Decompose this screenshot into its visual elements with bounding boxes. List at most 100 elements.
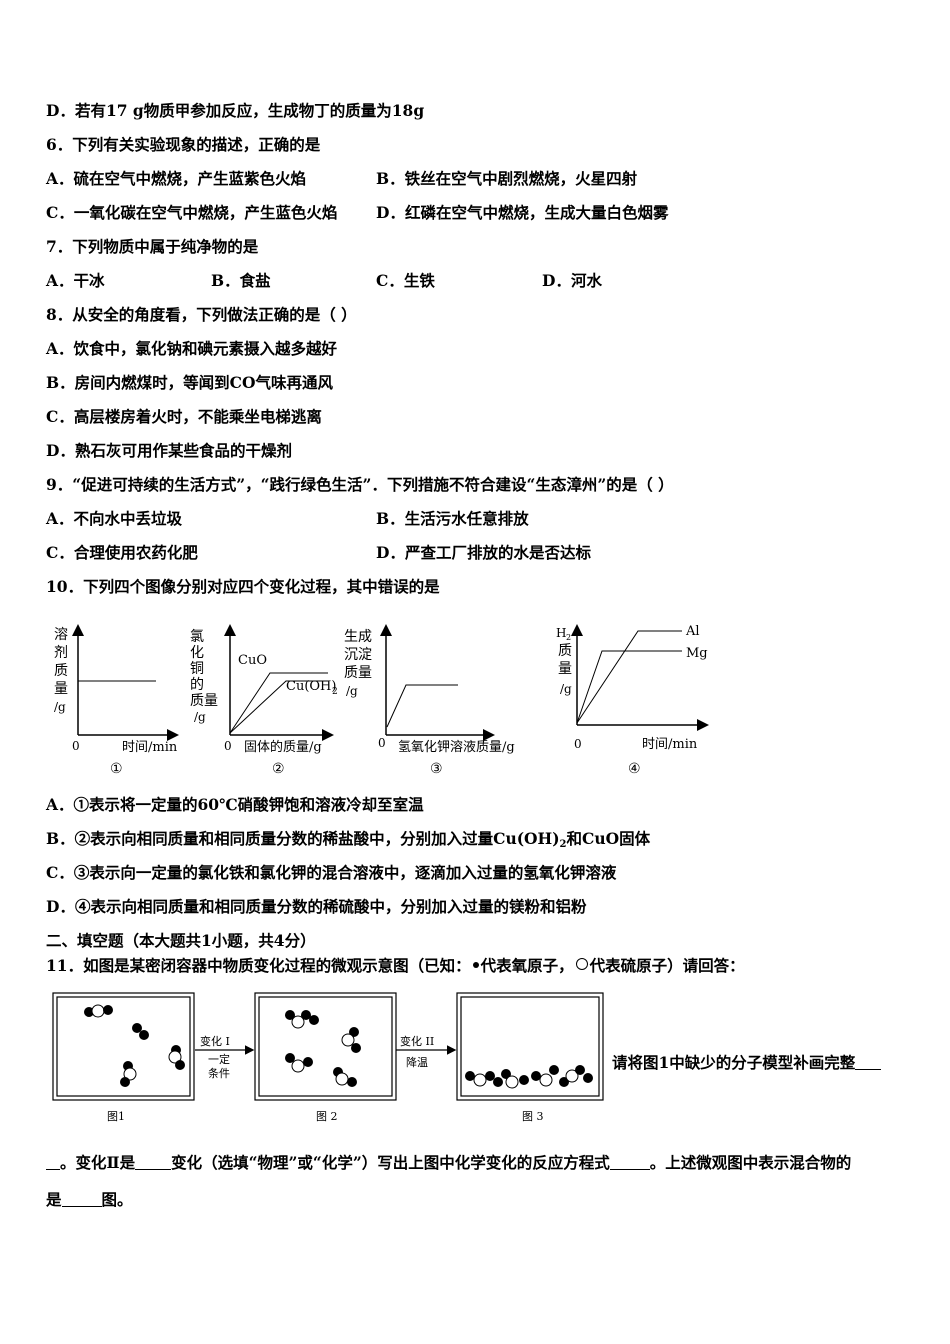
change-2-arrow: 变化 II 降温 (396, 1034, 457, 1069)
q9-option-b: B．生活污水任意排放 (376, 509, 529, 528)
g1-ylabel-1: 剂 (54, 645, 68, 661)
q6-option-b: B．铁丝在空气中剧烈燃烧，火星四射 (376, 169, 638, 188)
q8-option-a: A．饮食中，氯化钠和碘元素摄入越多越好 (46, 339, 338, 358)
question-11: 11．如图是某密闭容器中物质变化过程的微观示意图（已知：代表氧原子，代表硫原子）… (46, 956, 745, 976)
q10-option-d: D．④表示向相同质量和相同质量分数的稀硫酸中，分别加入过量的镁粉和铝粉 (46, 897, 587, 916)
g3-origin: 0 (378, 736, 386, 750)
g1-ylabel-3: 量 (54, 681, 68, 697)
q11-instruction: 请将图1中缺少的分子模型补画完整 (612, 1053, 882, 1073)
g4-ytop-sub: 2 (566, 633, 571, 642)
q9-option-c: C．合理使用农药化肥 (46, 543, 198, 562)
g3-ylabel-0: 生成 (344, 629, 372, 645)
q11-l2-c: 。上述微观图中表示混合物的 (649, 1153, 852, 1172)
q10b-sub: 2 (559, 839, 567, 850)
g4-xlabel: 时间/min (642, 737, 698, 752)
g2-line-cuoh2: Cu(OH) (286, 679, 336, 694)
q11-l2-b: 变化（选填“物理”或“化学”）写出上图中化学变化的反应方程式 (171, 1153, 610, 1172)
fig1-caption: 图1 (107, 1110, 125, 1123)
q8-option-c: C．高层楼房着火时，不能乘坐电梯逃离 (46, 407, 322, 426)
q11-line-2: 。变化Ⅱ是 变化（选填“物理”或“化学”）写出上图中化学变化的反应方程式 。上述微观… (46, 1153, 851, 1173)
question-6: 6．下列有关实验现象的描述，正确的是 (46, 135, 321, 154)
q10-option-b: B．②表示向相同质量和相同质量分数的稀盐酸中，分别加入过量Cu(OH)2和CuO… (46, 829, 650, 855)
q6-option-d: D．红磷在空气中燃烧，生成大量白色烟雾 (376, 203, 669, 222)
g2-yunit: /g (194, 710, 206, 724)
question-7: 7．下列物质中属于纯净物的是 (46, 237, 259, 256)
g4-ytop: H (556, 626, 566, 640)
q7-option-a: A．干冰 (46, 271, 105, 290)
g2-ylabel-2: 铜 (190, 661, 204, 677)
figure-2-box: 图 2 (254, 992, 397, 1123)
g1-xlabel: 时间/min (122, 740, 178, 755)
question-9: 9．“促进可持续的生活方式”，“践行绿色生活”．下列措施不符合建设“生态漳州”的… (46, 475, 674, 494)
q10-option-a: A．①表示将一定量的60℃硝酸钾饱和溶液冷却至室温 (46, 795, 424, 814)
figure-3-box: 图 3 (456, 992, 604, 1123)
answer-blank-3[interactable] (609, 1155, 650, 1170)
graph-4: H 2 质 量 /g 0 时间/min ④ Al Mg (556, 624, 709, 777)
g2-xlabel: 固体的质量/g (244, 739, 322, 755)
q11-line-3: 是 图。 (46, 1190, 133, 1210)
g4-yunit: /g (560, 682, 572, 696)
q11-l2-a: 。变化Ⅱ是 (60, 1153, 136, 1172)
q10-graphs: 溶 剂 质 量 /g 0 时间/min ① 氯 化 铜 的 质量 /g 0 固体… (54, 624, 709, 777)
g3-ylabel-2: 质量 (344, 665, 372, 681)
g1-ylabel-2: 质 (54, 663, 68, 679)
q7-option-b: B．食盐 (211, 271, 271, 290)
g4-origin: 0 (574, 737, 582, 751)
q9-option-d: D．严查工厂排放的水是否达标 (376, 543, 591, 562)
g3-yunit: /g (346, 684, 358, 698)
g4-ylabel-0: 质 (558, 643, 572, 659)
graph-3: 生成 沉淀 质量 /g 0 氢氧化钾溶液质量/g ③ (344, 624, 515, 777)
section-2-title: 二、填空题（本大题共1小题，共4分） (46, 931, 316, 950)
graph-2: 氯 化 铜 的 质量 /g 0 固体的质量/g ② CuO Cu(OH) 2 (190, 624, 338, 777)
q8-option-b: B．房间内燃煤时，等闻到CO气味再通风 (46, 373, 333, 392)
q11-diagram: 图1 变化 I 一定 条件 图 2 变化 II 降温 图 3 (52, 992, 604, 1123)
q6-option-a: A．硫在空气中燃烧，产生蓝紫色火焰 (46, 169, 307, 188)
q10b-post: 和CuO固体 (566, 829, 651, 848)
answer-blank-1-cont[interactable] (46, 1155, 60, 1170)
q11-mid: 代表氧原子， (480, 956, 574, 975)
g1-caption: ① (110, 761, 123, 777)
sulfur-atom-icon (575, 958, 588, 970)
change-1-mid: 一定 (208, 1052, 230, 1066)
q11-post: 代表硫原子）请回答： (589, 956, 745, 975)
g2-ylabel-0: 氯 (190, 629, 204, 645)
g2-ylabel-1: 化 (190, 645, 204, 661)
g2-line-cuoh2-sub: 2 (332, 687, 338, 697)
g2-ylabel-3: 的 (190, 677, 204, 693)
g2-ylabel-4: 质量 (190, 693, 218, 709)
graph-1: 溶 剂 质 量 /g 0 时间/min ① (54, 624, 179, 777)
change-2-bot: 降温 (406, 1055, 428, 1069)
q10b-pre: B．②表示向相同质量和相同质量分数的稀盐酸中，分别加入过量Cu(OH) (46, 829, 560, 848)
change-1-top: 变化 I (200, 1034, 230, 1048)
option-d-line: D．若有17 g物质甲参加反应，生成物丁的质量为18g (46, 101, 425, 120)
fig2-caption: 图 2 (316, 1110, 338, 1123)
g2-origin: 0 (224, 739, 232, 753)
g2-line-cuo: CuO (238, 653, 267, 668)
q7-option-c: C．生铁 (376, 271, 435, 290)
g1-ylabel-0: 溶 (54, 627, 68, 643)
q7-option-d: D．河水 (542, 271, 602, 290)
g4-line-mg: Mg (686, 646, 708, 661)
fig3-caption: 图 3 (522, 1110, 544, 1123)
q6-option-c: C．一氧化碳在空气中燃烧，产生蓝色火焰 (46, 203, 338, 222)
g2-caption: ② (272, 761, 285, 777)
oxygen-atom-icon (472, 962, 479, 968)
figure-1-box: 图1 (52, 992, 195, 1123)
q8-option-d: D．熟石灰可用作某些食品的干燥剂 (46, 441, 292, 460)
q11-l3-a: 是 (46, 1190, 62, 1209)
question-10: 10．下列四个图像分别对应四个变化过程，其中错误的是 (46, 577, 440, 596)
q11-instruction-text: 请将图1中缺少的分子模型补画完整 (612, 1053, 856, 1072)
answer-blank-1[interactable] (855, 1055, 882, 1070)
g1-yunit: /g (54, 700, 66, 714)
g3-xlabel: 氢氧化钾溶液质量/g (398, 740, 515, 755)
q9-option-a: A．不向水中丢垃圾 (46, 509, 183, 528)
answer-blank-2[interactable] (135, 1155, 172, 1170)
g4-ylabel-1: 量 (558, 661, 572, 677)
change-1-bot: 条件 (208, 1066, 230, 1080)
answer-blank-4[interactable] (61, 1192, 102, 1207)
q11-l3-b: 图。 (101, 1190, 133, 1209)
g1-origin: 0 (72, 739, 80, 753)
g3-ylabel-1: 沉淀 (344, 647, 372, 663)
change-1-arrow: 变化 I 一定 条件 (195, 1034, 255, 1080)
change-2-top: 变化 II (400, 1034, 434, 1048)
